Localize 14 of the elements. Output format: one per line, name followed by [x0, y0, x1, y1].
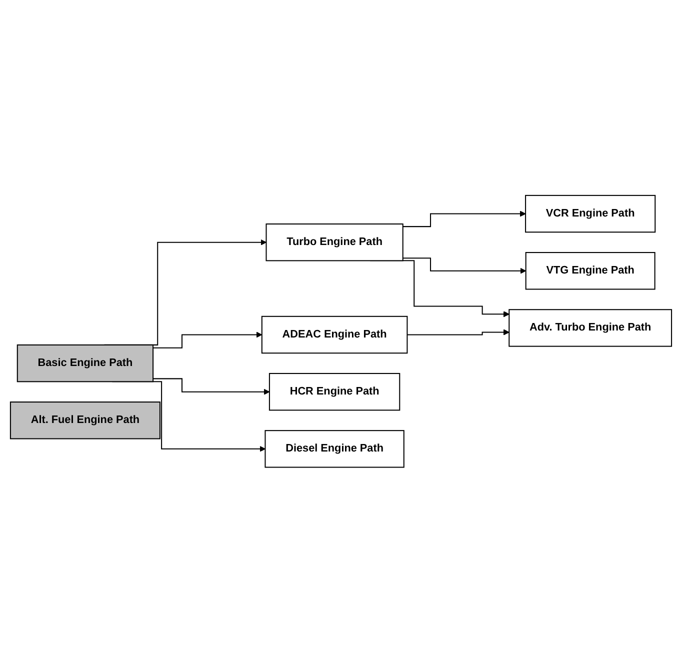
node-box: ADEAC Engine Path: [261, 316, 408, 354]
node-box: Alt. Fuel Engine Path: [10, 402, 160, 440]
node-box: HCR Engine Path: [268, 373, 400, 411]
arrow: [153, 332, 262, 349]
arrow: [153, 378, 270, 395]
node-box: VTG Engine Path: [525, 252, 656, 290]
node-box: Basic Engine Path: [16, 344, 154, 382]
node-box: Diesel Engine Path: [264, 430, 404, 468]
node-box: Adv. Turbo Engine Path: [508, 309, 672, 347]
node-box: Turbo Engine Path: [266, 224, 404, 262]
node-box: VCR Engine Path: [525, 195, 656, 233]
arrow: [407, 329, 510, 336]
arrow: [402, 258, 526, 274]
arrow: [402, 210, 526, 228]
